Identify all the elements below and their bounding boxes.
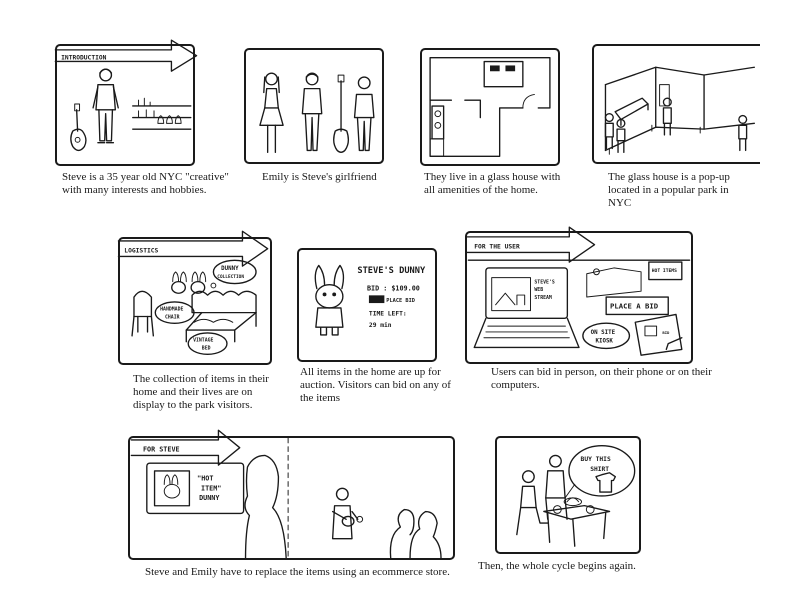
panel-floor-plan (420, 48, 560, 166)
svg-text:BID: BID (662, 330, 670, 335)
stove-icon (431, 105, 445, 140)
label-arrow (54, 39, 198, 72)
svg-text:HOT ITEMS: HOT ITEMS (652, 268, 677, 274)
for-steve-sketch: FOR STEVE "HOT ITEM" DUNNY (130, 429, 442, 559)
bed-icon (185, 290, 257, 343)
glass-house-sketch (604, 66, 756, 155)
panel-label: FOR STEVE (143, 446, 180, 454)
emily-seated (516, 470, 549, 536)
svg-text:VINTAGE: VINTAGE (193, 338, 213, 344)
table-icon (543, 497, 611, 547)
logistics-sketch: LOGISTICS DUNNY COLLECTION HANDMADE CHAI… (117, 230, 269, 355)
chair-icon (131, 290, 155, 337)
panel-label: LOGISTICS (124, 248, 158, 255)
svg-text:COLLECTION: COLLECTION (217, 274, 244, 280)
caption-for-the-user: Users can bid in person, on their phone … (491, 366, 712, 391)
caption-floor-plan: They live in a glass house with all amen… (424, 171, 561, 196)
bed-icon (614, 97, 649, 126)
emily-figure (259, 72, 284, 154)
svg-text:"HOT: "HOT (197, 475, 213, 483)
dunny-toy-icon (314, 264, 345, 336)
place-a-bid-sign: PLACE A BID (605, 296, 669, 316)
current-bid: BID : $109.00 (367, 285, 420, 293)
steve-profile (244, 454, 287, 559)
for-the-user-sketch: FOR THE USER STEVE'S WEB STREAM HOT ITEM… (465, 226, 691, 356)
panel-cycle: BUY THIS SHIRT (495, 436, 641, 554)
caption-cycle: Then, the whole cycle begins again. (478, 560, 636, 572)
panel-glass-house (592, 44, 760, 164)
steve-with-toy (331, 487, 364, 540)
steve-figure (92, 68, 119, 144)
item-title: STEVE'S DUNNY (357, 266, 426, 276)
panel-introduction: INTRODUCTION (54, 39, 198, 166)
panel-auction: STEVE'S DUNNY BID : $109.00 PLACE BID TI… (297, 248, 437, 362)
svg-text:STREAM: STREAM (534, 295, 552, 301)
svg-text:SHIRT: SHIRT (590, 466, 609, 473)
panel-label: FOR THE USER (474, 244, 520, 251)
svg-text:KIOSK: KIOSK (595, 339, 613, 345)
thought-bubble-handmade-chair: HANDMADE CHAIR (154, 301, 195, 324)
shelf-icon (132, 97, 192, 130)
emily-sketch (259, 72, 375, 154)
panel-label: INTRODUCTION (61, 55, 106, 62)
floor-plan-sketch (429, 57, 551, 157)
auction-sketch: STEVE'S DUNNY BID : $109.00 PLACE BID TI… (314, 264, 426, 336)
caption-logistics: The collection of items in their home an… (133, 373, 269, 411)
person-icon (662, 97, 672, 136)
friend-figure (353, 76, 375, 152)
svg-text:HANDMADE: HANDMADE (160, 307, 183, 313)
steve-figure (301, 72, 323, 152)
label-arrow (130, 429, 241, 466)
cycle-sketch: BUY THIS SHIRT (516, 445, 636, 547)
svg-text:WEB: WEB (534, 287, 543, 293)
svg-text:DUNNY: DUNNY (221, 266, 239, 272)
caption-auction: All items in the home are up for auction… (300, 366, 451, 404)
panel-for-steve: FOR STEVE "HOT ITEM" DUNNY (128, 429, 455, 560)
caption-introduction: Steve is a 35 year old NYC "creative" wi… (62, 171, 229, 196)
svg-text:PLACE BID: PLACE BID (386, 298, 415, 304)
place-bid-button[interactable]: PLACE BID (368, 295, 415, 304)
time-left-label: TIME LEFT: (369, 311, 407, 318)
panel-logistics: LOGISTICS DUNNY COLLECTION HANDMADE CHAI… (117, 230, 272, 365)
thought-bubble-vintage-bed: VINTAGE BED (187, 332, 228, 355)
label-arrow (117, 230, 269, 267)
panel-emily (244, 48, 384, 164)
guitar-icon (70, 103, 87, 152)
computer-screen-icon: "HOT ITEM" DUNNY (146, 462, 245, 515)
svg-text:CHAIR: CHAIR (165, 314, 180, 320)
svg-text:PLACE A BID: PLACE A BID (610, 302, 659, 311)
visitor-figures (604, 112, 748, 154)
kiosk-icon: BID (634, 313, 683, 356)
hot-items-sign: HOT ITEMS (648, 261, 683, 281)
svg-text:ON SITE: ON SITE (591, 330, 616, 336)
bass-guitar-icon (333, 74, 350, 154)
kiosk-bubble: ON SITE KIOSK (582, 322, 631, 350)
caption-emily: Emily is Steve's girlfriend (262, 171, 377, 183)
introduction-sketch: INTRODUCTION (54, 39, 198, 152)
svg-text:BUY THIS: BUY THIS (581, 456, 611, 463)
svg-text:STEVE'S: STEVE'S (534, 279, 554, 285)
svg-text:ITEM": ITEM" (201, 484, 221, 492)
svg-text:BED: BED (202, 345, 211, 351)
laptop-icon: STEVE'S WEB STREAM (473, 267, 580, 349)
thought-bubble-collection: DUNNY COLLECTION (210, 259, 257, 289)
glass-house-icon (586, 267, 642, 298)
bed-icon (483, 60, 524, 88)
time-left-value: 29 min (369, 321, 392, 329)
dunny-toys-icon (171, 271, 207, 294)
caption-glass-house: The glass house is a pop-up located in a… (608, 171, 730, 209)
shirt-bubble: BUY THIS SHIRT (564, 445, 636, 499)
panel-for-the-user: FOR THE USER STEVE'S WEB STREAM HOT ITEM… (465, 226, 693, 364)
caption-for-steve: Steve and Emily have to replace the item… (145, 566, 450, 578)
svg-text:DUNNY: DUNNY (199, 494, 220, 502)
visitors-silhouettes (389, 508, 442, 559)
label-arrow (465, 226, 596, 263)
